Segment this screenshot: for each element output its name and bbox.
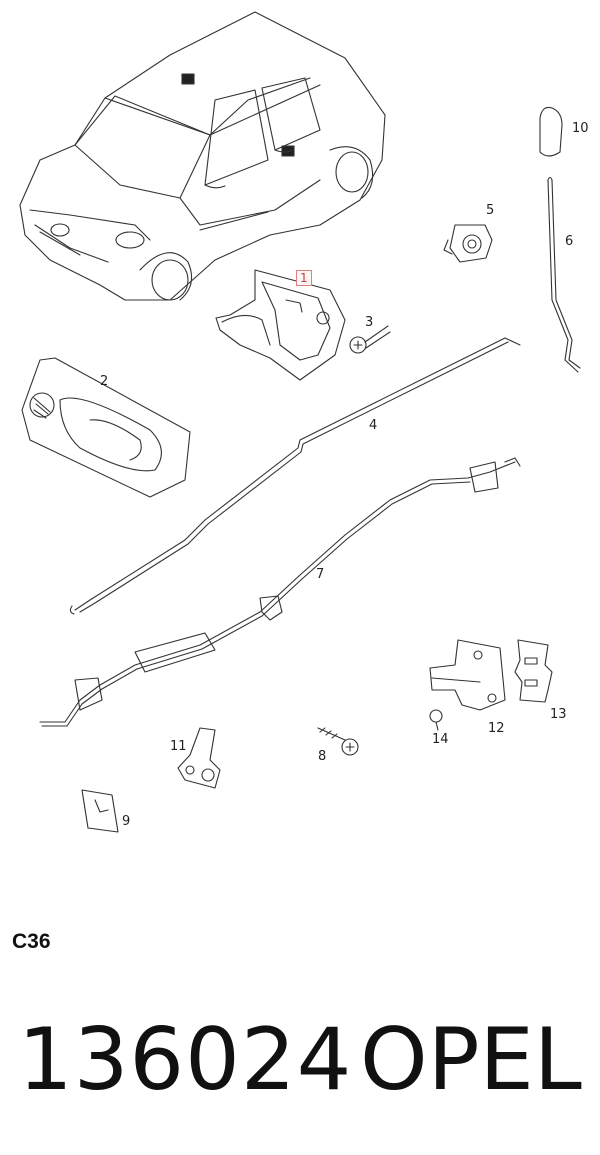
callout-9: 9 <box>122 814 131 829</box>
callout-11: 11 <box>170 739 187 754</box>
part-4-linkage-rod <box>69 337 521 615</box>
callout-2: 2 <box>100 374 109 389</box>
part-1-door-handle <box>215 269 346 381</box>
part-3-screw <box>349 325 391 354</box>
part-2-handle-bezel <box>21 357 191 498</box>
parts-diagram <box>19 11 581 833</box>
part-12-striker <box>429 639 506 711</box>
part-6-rod <box>547 176 581 373</box>
brand-name: OPEL <box>360 1010 582 1110</box>
callout-3: 3 <box>365 315 374 330</box>
part-8-screw <box>317 727 359 756</box>
part-11-lever <box>177 727 221 789</box>
callout-14: 14 <box>432 732 449 747</box>
part-10-cap <box>539 106 563 157</box>
callout-10: 10 <box>572 121 589 136</box>
part-9-clip-plate <box>81 789 119 833</box>
footer: 136024 OPEL <box>18 1010 588 1110</box>
callout-13: 13 <box>550 707 567 722</box>
callout-8: 8 <box>318 749 327 764</box>
car-illustration <box>19 11 386 301</box>
callout-12: 12 <box>488 721 505 736</box>
callout-6: 6 <box>565 234 574 249</box>
callout-5: 5 <box>486 203 495 218</box>
part-13-shim <box>514 639 553 703</box>
part-7-cable <box>39 457 521 727</box>
part-14-screw <box>429 709 443 731</box>
callout-1: 1 <box>296 270 312 286</box>
section-code: C36 <box>12 930 51 953</box>
part-number: 136024 <box>18 1010 353 1110</box>
part-5-clip <box>443 224 493 263</box>
callout-4: 4 <box>369 418 378 433</box>
callout-7: 7 <box>316 567 325 582</box>
